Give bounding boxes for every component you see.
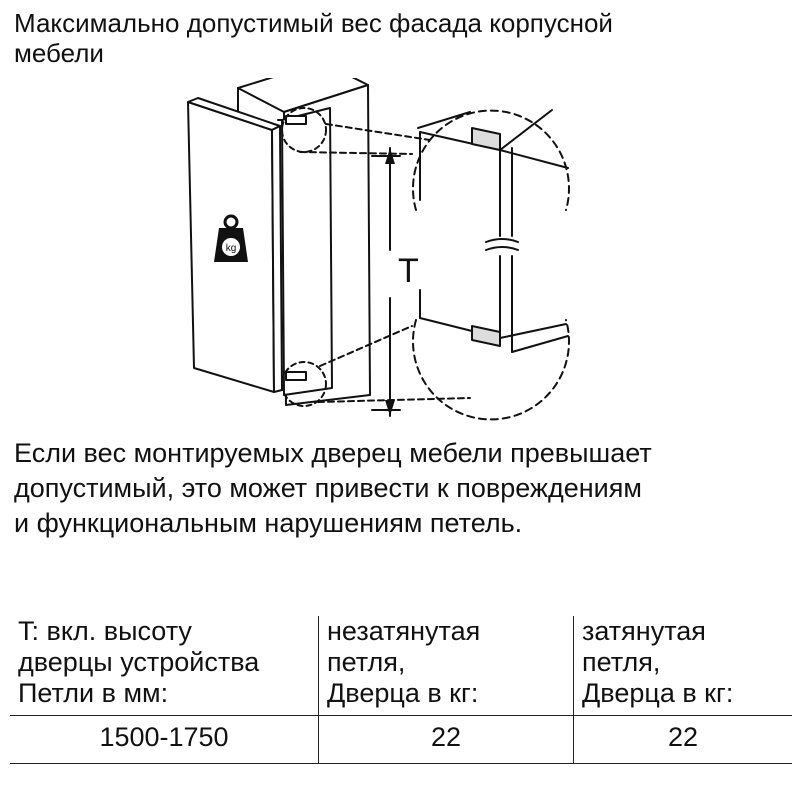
table-header-row: T: вкл. высоту дверцы устройства незатян…: [10, 616, 792, 678]
cell-tight-kg: 22: [573, 715, 792, 764]
header-cell-text: T: вкл. высоту: [18, 616, 192, 646]
hinge-bottom: [285, 371, 307, 381]
weight-label: kg: [226, 243, 237, 254]
subheader-cell: Дверца в кг:: [318, 678, 574, 716]
break-mark: [485, 238, 519, 251]
dimension-line: [371, 147, 401, 417]
title-line-2: мебели: [14, 38, 104, 68]
cell-loose-kg: 22: [318, 715, 574, 764]
warning-line-3: и функциональным нарушениям петель.: [14, 508, 523, 538]
leader-top-upper: [325, 123, 431, 141]
header-cell-text: петля,: [582, 647, 661, 677]
top-hinge-marker: [281, 107, 327, 153]
title-line-1: Максимально допустимый вес фасада корпус…: [14, 8, 613, 38]
cabinet-body: [237, 78, 371, 406]
cell-height-mm: 1500-1750: [10, 715, 319, 764]
bottom-hinge-marker: [281, 361, 327, 407]
header-cell-text: затянутая: [582, 616, 706, 646]
warning-line-2: допустимый, это может привести к поврежд…: [14, 473, 642, 503]
weight-table: T: вкл. высоту дверцы устройства незатян…: [10, 616, 792, 764]
weight-icon: kg: [214, 214, 248, 262]
header-cell-text: дверцы устройства: [18, 647, 260, 677]
header-cell-text: петля,: [327, 647, 406, 677]
installation-diagram: kg T: [187, 78, 570, 421]
detail-bottom: [412, 255, 570, 421]
header-loose-hinge: незатянутая петля,: [318, 616, 574, 678]
hinge-top: [285, 115, 307, 125]
subheader-cell: Дверца в кг:: [573, 678, 792, 716]
table-subheader-row: Петли в мм: Дверца в кг: Дверца в кг:: [10, 678, 792, 716]
leader-top-lower: [299, 151, 413, 155]
subheader-cell: Петли в мм:: [18, 678, 169, 708]
warning-text: Если вес монтируемых дверец мебели превы…: [14, 436, 794, 541]
header-tight-hinge: затянутая петля,: [573, 616, 792, 678]
header-hinge-height: T: вкл. высоту дверцы устройства: [10, 616, 319, 678]
detail-top: [412, 109, 570, 237]
leader-bottom-upper: [319, 325, 413, 367]
page-title: Максимально допустимый вес фасада корпус…: [14, 8, 794, 68]
warning-line-1: Если вес монтируемых дверец мебели превы…: [14, 438, 652, 468]
table-row: 1500-1750 22 22: [10, 715, 792, 764]
header-cell-text: незатянутая: [327, 616, 481, 646]
dimension-label: T: [398, 252, 419, 290]
